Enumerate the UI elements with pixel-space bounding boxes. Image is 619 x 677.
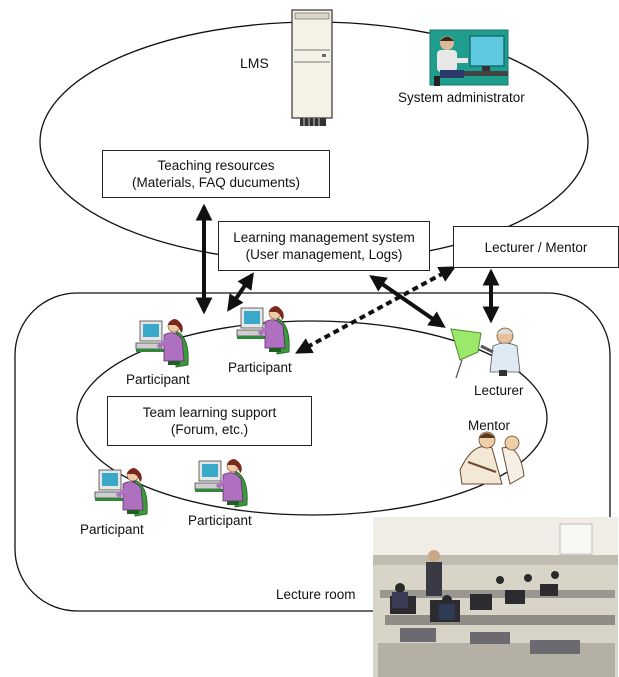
participant-icon: [236, 306, 290, 355]
arrow-lms-lecturer: [369, 275, 446, 328]
lms-box-title: Learning management system: [233, 230, 415, 245]
team-learning-support-box: Team learning support (Forum, etc.): [107, 396, 312, 446]
lms-box-subtitle: (User management, Logs): [245, 247, 403, 262]
teaching-resources-subtitle: (Materials, FAQ ducuments): [131, 175, 301, 190]
system-administrator-label: System administrator: [398, 90, 525, 105]
lecturer-label: Lecturer: [474, 383, 524, 398]
arrow-lms-participant: [227, 272, 254, 312]
team-support-subtitle: (Forum, etc.): [170, 422, 249, 437]
system-administrator-picture: [429, 29, 509, 86]
lecture-room-photo: [373, 517, 618, 677]
mentor-label: Mentor: [468, 418, 511, 433]
learning-management-system-box: Learning management system (User managem…: [218, 221, 430, 271]
participant-label: Participant: [126, 372, 190, 387]
participant-label: Participant: [80, 522, 144, 537]
lms-label: LMS: [240, 55, 269, 71]
server-icon: [291, 9, 333, 126]
lecturer-mentor-box: Lecturer / Mentor: [453, 226, 619, 268]
teaching-resources-box: Teaching resources (Materials, FAQ ducum…: [102, 150, 330, 198]
participant-label: Participant: [188, 513, 252, 528]
teaching-resources-title: Teaching resources: [157, 158, 275, 173]
lecturer-mentor-title: Lecturer / Mentor: [484, 240, 588, 255]
participant-icon: [135, 319, 189, 368]
participant-icon: [194, 459, 248, 508]
participant-icon: [94, 468, 148, 517]
team-support-title: Team learning support: [142, 405, 277, 420]
lecturer-icon: [450, 327, 521, 379]
lecture-room-label: Lecture room: [276, 587, 356, 602]
participant-label: Participant: [228, 360, 292, 375]
mentor-icon: [459, 431, 525, 485]
